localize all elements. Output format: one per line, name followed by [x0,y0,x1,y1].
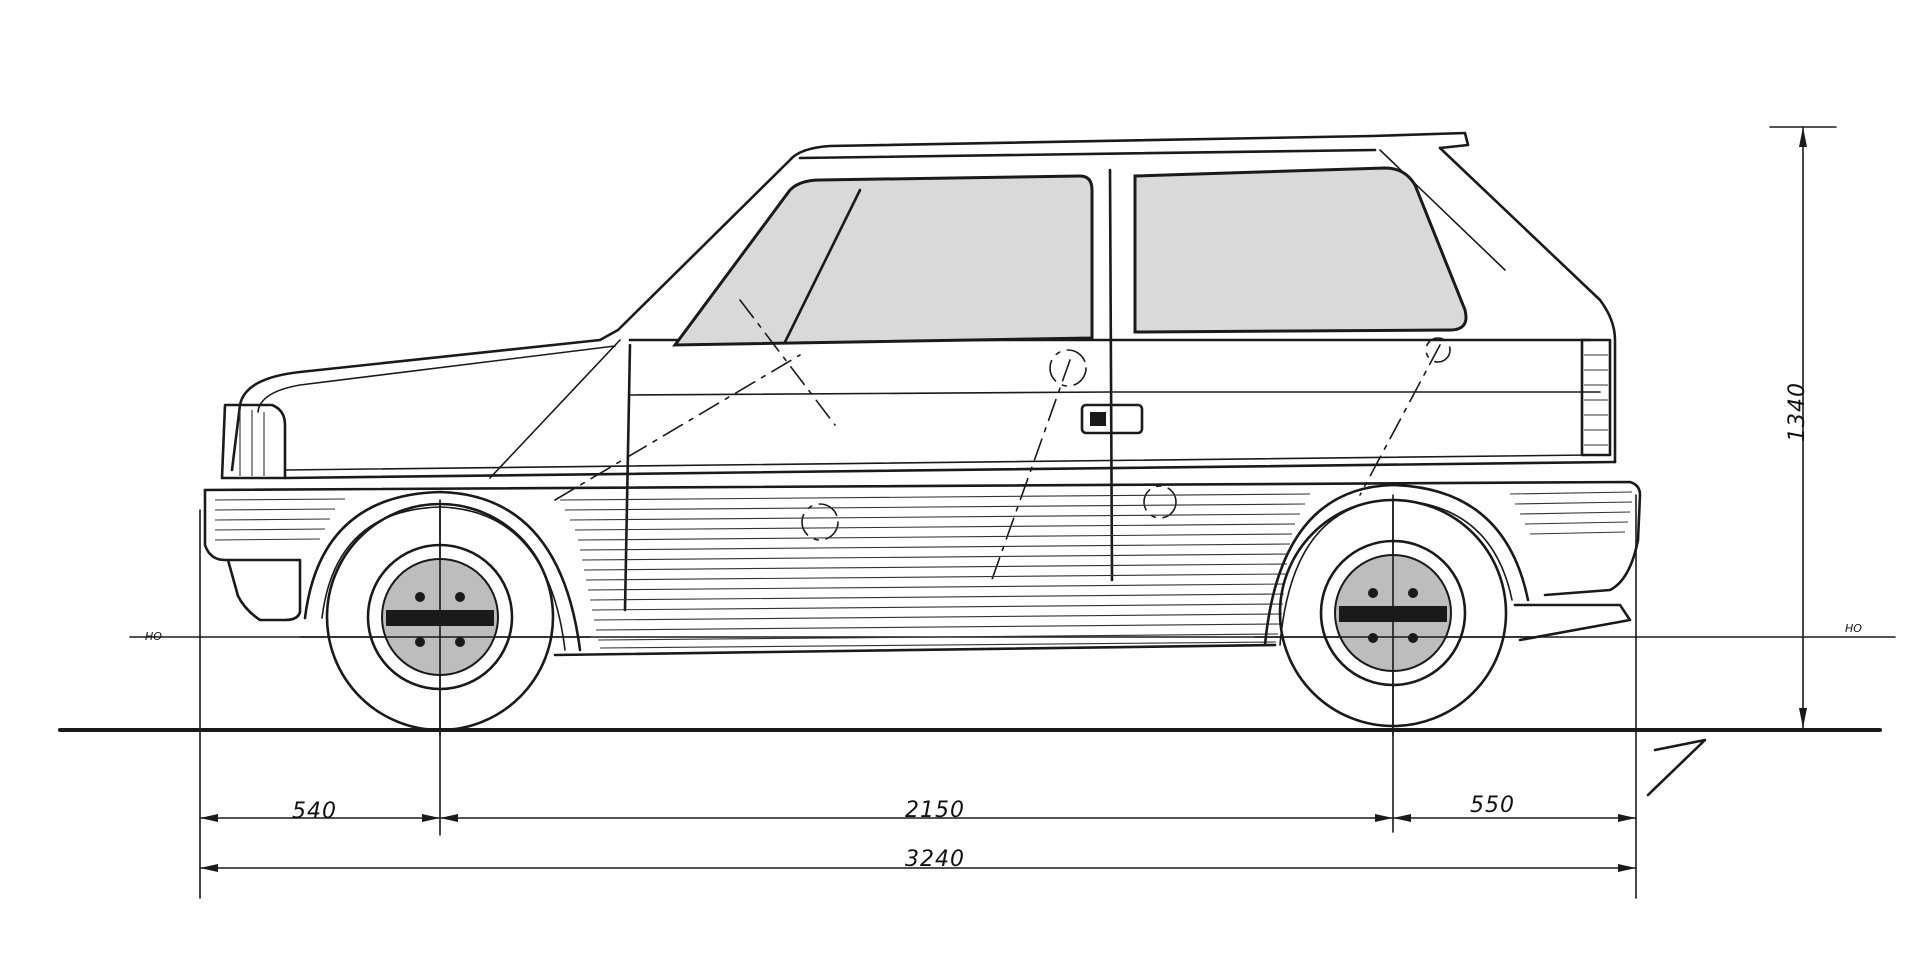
door-lock [1090,412,1106,426]
arrow [200,814,218,822]
signature-mark [1646,738,1707,797]
hood-line [230,328,620,472]
front-wheel-arch [303,490,582,652]
arrow [1618,864,1636,872]
front-bumper [203,488,302,622]
door-front-line [623,343,632,612]
dim-rear-overhang: 550 [1470,793,1515,818]
hinge-dash [554,354,801,501]
arrow [1799,127,1807,147]
regulator-pivot [1049,349,1087,387]
window-regulator-dash [989,359,1071,586]
tail-light-hatch [1584,354,1608,446]
arrow [1799,708,1807,728]
ho-label-right: HO [1845,622,1862,635]
headlight [220,403,287,480]
belt-line [283,460,1617,480]
rear-bumper-lower [1513,603,1632,642]
arrow [422,814,440,822]
mid-pivot [1143,485,1177,519]
headlight-hatch [239,410,265,476]
arrow [1618,814,1636,822]
dim-overall-height: 1340 [1785,382,1810,442]
door-handle [1080,403,1144,435]
wiper-dash [739,299,836,426]
dim-front-overhang: 540 [292,799,337,824]
hood-crease [257,345,616,413]
car-body [203,131,1642,657]
lower-pivot [801,503,839,541]
rear-side-window [1133,166,1468,334]
rear-wheel-arch [1263,483,1530,647]
vent-pillar [783,188,862,344]
belt-inner-line [284,454,1591,471]
arrow [440,814,458,822]
lower-body-hatching [214,491,1633,649]
door-rear-line [1108,168,1114,582]
arrow [200,864,218,872]
door-crease [629,391,1113,396]
arrow [1375,814,1393,822]
ho-label-left: HO [145,630,162,643]
a-pillar-lower [489,339,621,479]
lower-body-top [203,480,1642,597]
dim-overall-length: 3240 [905,847,965,872]
roof-line [616,131,1470,332]
dim-wheelbase: 2150 [905,798,965,823]
arrow [1393,814,1411,822]
front-window [671,174,1094,347]
rear-dash [1359,344,1441,496]
sill-bottom [553,643,1277,657]
rear-hatch-line [1438,146,1617,464]
roof-inner-line [798,148,1377,160]
rear-pivot [1425,337,1451,363]
tail-light [1580,338,1612,457]
